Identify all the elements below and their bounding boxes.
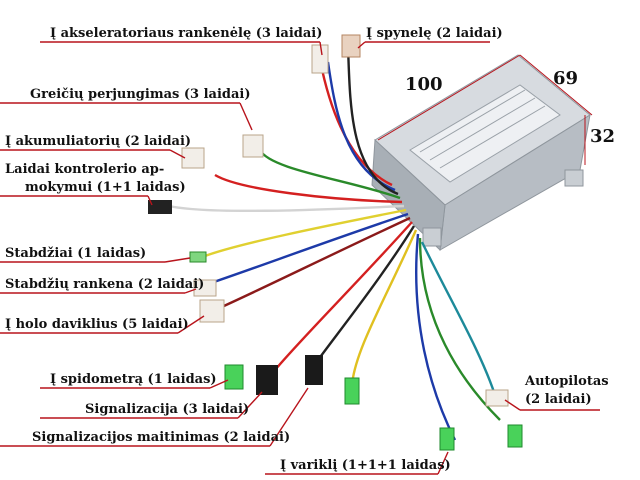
length-dimension: 100 <box>405 74 443 95</box>
battery-label: Į akumuliatorių (2 laidai) <box>5 134 192 149</box>
learning-label-line1: Laidai kontrolerio ap- <box>5 162 165 177</box>
brakes-label: Stabdžiai (1 laidas) <box>5 246 147 261</box>
signal-label: Signalizacija (3 laidai) <box>85 402 250 417</box>
signal-connector <box>256 365 278 395</box>
accelerator-label: Į akseleratoriaus rankenėlę (3 laidai) <box>50 26 323 41</box>
hall-connector <box>199 299 225 323</box>
lock-label: Į spynelę (2 laidai) <box>366 26 503 41</box>
mount-tab <box>422 227 442 247</box>
brake-connector <box>189 251 207 263</box>
wire-harness <box>164 44 501 441</box>
signal-power-label: Signalizacijos maitinimas (2 laidai) <box>32 430 291 445</box>
learning-connector <box>148 200 172 214</box>
accelerator-connector <box>311 44 329 74</box>
motor-connector-a <box>344 377 360 405</box>
width-dimension: 69 <box>553 68 579 89</box>
controller-box <box>371 54 591 252</box>
lock-connector <box>341 34 361 58</box>
battery-connector <box>181 147 205 169</box>
leader-lines <box>0 41 600 475</box>
brake-handle-connector <box>193 279 217 297</box>
brake-handle-label: Stabdžių rankena (2 laidai) <box>5 277 205 292</box>
motor-connector-b <box>439 427 455 451</box>
autopilot-label-line2: (2 laidai) <box>525 392 592 407</box>
signal-power-connector <box>305 355 323 385</box>
connectors <box>148 34 523 451</box>
motor-label: Į variklį (1+1+1 laidas) <box>280 458 451 473</box>
speedometer-connector <box>224 364 244 390</box>
dimension-guides <box>377 54 593 165</box>
controller-label-plate <box>409 84 561 183</box>
motor-connector-c <box>507 424 523 448</box>
mount-tab <box>564 169 584 187</box>
hall-label: Į holo daviklius (5 laidai) <box>5 317 189 332</box>
speedometer-label: Į spidometrą (1 laidas) <box>50 372 217 387</box>
autopilot-label-line1: Autopilotas <box>525 374 609 389</box>
learning-label-line2: mokymui (1+1 laidas) <box>25 180 186 195</box>
autopilot-connector <box>485 389 509 407</box>
height-dimension: 32 <box>590 126 616 147</box>
gear-label: Greičių perjungimas (3 laidai) <box>30 87 251 102</box>
gear-connector <box>242 134 264 158</box>
